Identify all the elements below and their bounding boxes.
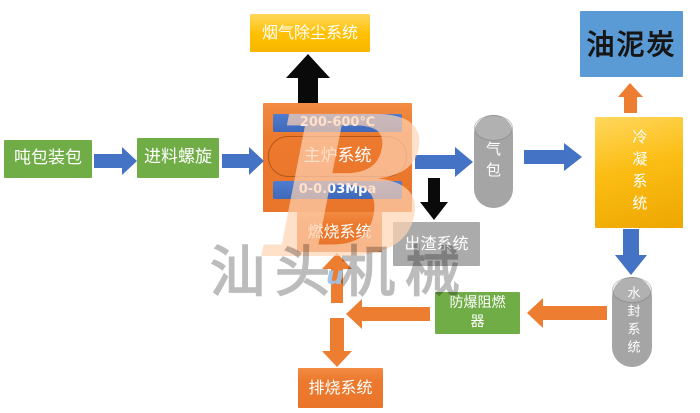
node-oil-sludge-char: 油泥炭 [580, 11, 683, 77]
node-combustion-system: 燃烧系统 [297, 212, 382, 252]
node-slag-discharge: 出渣系统 [393, 222, 480, 266]
node-label: 水封系统 [624, 286, 640, 358]
arrow-condenser-to-oilchar [618, 83, 643, 113]
node-label: 防爆阻燃器 [449, 295, 506, 330]
arrow-furnace-to-gasdrum [415, 147, 473, 177]
watermark-accent-letter: u [326, 261, 344, 290]
arrow-furnace-to-slag [420, 178, 448, 220]
node-label: 出渣系统 [404, 234, 469, 253]
node-exhaust-burn-system: 排烧系统 [298, 368, 383, 408]
arrow-tonbag-to-screw [94, 147, 137, 175]
node-label: 排烧系统 [308, 378, 373, 397]
arrow-seal-to-arrester [527, 298, 607, 328]
node-main-furnace: 200-600℃ 主炉系统 0-0.03Mpa [263, 103, 412, 212]
node-water-seal-system: 水封系统 [612, 277, 652, 367]
arrow-condenser-to-seal [615, 229, 647, 275]
node-flue-gas-dedusting: 烟气除尘系统 [250, 14, 370, 52]
arrow-arrester-to-junction [346, 299, 430, 329]
node-gas-drum: 气包 [474, 115, 513, 208]
arrow-junction-to-combustion [322, 253, 352, 303]
node-label: 油泥炭 [586, 27, 677, 61]
node-label: 气包 [484, 140, 502, 183]
arrow-furnace-to-fluedust [286, 54, 330, 103]
arrow-gasdrum-to-condenser [524, 143, 582, 171]
arrow-screw-to-furnace [222, 147, 264, 175]
node-label: 冷凝系统 [630, 128, 649, 217]
node-label: 主炉系统 [303, 145, 372, 166]
arrow-junction-to-burnoff [322, 318, 352, 367]
temperature-badge: 200-600℃ [273, 114, 402, 132]
node-label: 烟气除尘系统 [261, 23, 358, 42]
node-label: 吨包装包 [14, 148, 82, 169]
node-feed-screw: 进料螺旋 [137, 138, 219, 178]
node-ton-bag: 吨包装包 [4, 140, 92, 178]
pressure-badge: 0-0.03Mpa [273, 181, 402, 199]
node-label: 燃烧系统 [307, 222, 372, 241]
node-condenser-system: 冷凝系统 [595, 117, 683, 228]
node-label: 进料螺旋 [144, 147, 212, 168]
node-flame-arrester: 防爆阻燃器 [435, 292, 520, 334]
main-furnace-pill: 主炉系统 [268, 136, 407, 177]
